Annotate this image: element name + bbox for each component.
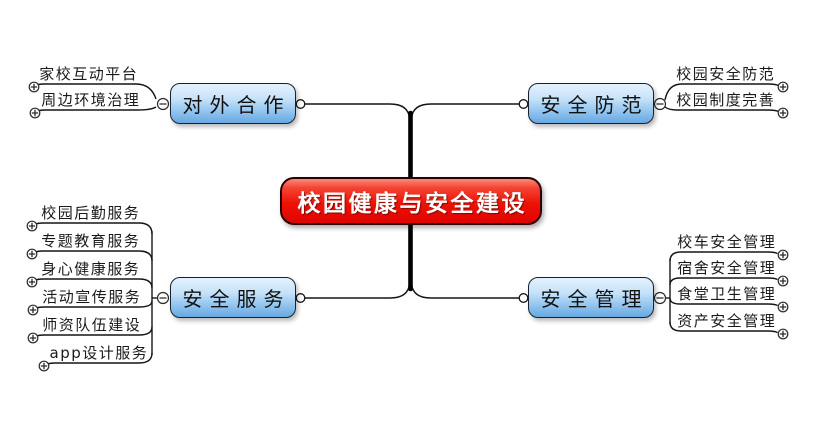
leaf-wire — [669, 297, 778, 307]
connector-dot — [295, 293, 306, 303]
expand-icon[interactable] — [777, 81, 789, 93]
connector-dot — [518, 293, 529, 303]
leaf-wire — [669, 251, 778, 262]
collapse-icon[interactable] — [156, 291, 170, 305]
leaf-label[interactable]: 校车安全管理 — [677, 233, 777, 251]
expand-icon[interactable] — [28, 81, 40, 93]
expand-icon[interactable] — [26, 276, 38, 288]
branch-node-label: 安全防范 — [540, 93, 649, 117]
branch-wires-top-right — [664, 83, 779, 113]
leaf-label[interactable]: 食堂卫生管理 — [677, 285, 777, 303]
expand-icon[interactable] — [777, 328, 789, 340]
leaf-wire — [34, 278, 153, 289]
branch-wires-bottom-right — [666, 251, 778, 334]
leaf-label[interactable]: 师资队伍建设 — [42, 316, 142, 334]
fork-bottom-left-wire — [305, 283, 411, 299]
branch-node-label: 对外合作 — [182, 93, 291, 117]
branch-node-label: 安全服务 — [182, 287, 291, 311]
branch-node-safety-service[interactable]: 安全服务 — [170, 277, 296, 318]
leaf-label[interactable]: 资产安全管理 — [677, 312, 777, 330]
expand-icon[interactable] — [777, 301, 789, 313]
leaf-wire — [664, 83, 779, 101]
branch-node-external-cooperation[interactable]: 对外合作 — [170, 83, 296, 124]
expand-icon[interactable] — [38, 360, 50, 372]
leaf-wire — [669, 277, 778, 286]
branch-node-safety-prevention[interactable]: 安全防范 — [528, 83, 654, 124]
expand-icon[interactable] — [777, 249, 789, 261]
expand-icon[interactable] — [27, 304, 39, 316]
leaf-label[interactable]: 周边环境治理 — [41, 91, 141, 109]
expand-icon[interactable] — [29, 107, 41, 119]
root-node[interactable]: 校园健康与安全建设 — [280, 177, 542, 225]
root-node-label: 校园健康与安全建设 — [297, 191, 527, 217]
leaf-label[interactable]: 校园安全防范 — [676, 65, 776, 83]
leaf-label[interactable]: 校园制度完善 — [676, 91, 776, 109]
collapse-icon[interactable] — [653, 97, 667, 111]
collapse-icon[interactable] — [156, 97, 170, 111]
branch-node-label: 安全管理 — [540, 287, 649, 311]
leaf-wire — [664, 106, 779, 113]
connector-dot — [518, 99, 529, 109]
fork-bottom-right-wire — [410, 283, 519, 299]
connector-dot — [295, 99, 306, 109]
expand-icon[interactable] — [27, 332, 39, 344]
collapse-icon[interactable] — [653, 291, 667, 305]
expand-icon[interactable] — [26, 220, 38, 232]
fork-top-right-wire — [410, 103, 519, 119]
fork-top-left-wire — [305, 103, 411, 119]
leaf-label[interactable]: 宿舍安全管理 — [677, 259, 777, 277]
leaf-wire — [669, 321, 778, 334]
leaf-label[interactable]: 专题教育服务 — [41, 232, 141, 250]
expand-icon[interactable] — [777, 275, 789, 287]
expand-icon[interactable] — [777, 107, 789, 119]
leaf-label[interactable]: 家校互动平台 — [39, 65, 139, 83]
trunk-wires — [295, 99, 529, 303]
leaf-label[interactable]: 活动宣传服务 — [42, 288, 142, 306]
branch-node-safety-management[interactable]: 安全管理 — [528, 277, 654, 318]
leaf-label[interactable]: 校园后勤服务 — [41, 204, 141, 222]
expand-icon[interactable] — [26, 248, 38, 260]
leaf-label[interactable]: 身心健康服务 — [41, 260, 141, 278]
leaf-label[interactable]: app设计服务 — [49, 344, 149, 362]
